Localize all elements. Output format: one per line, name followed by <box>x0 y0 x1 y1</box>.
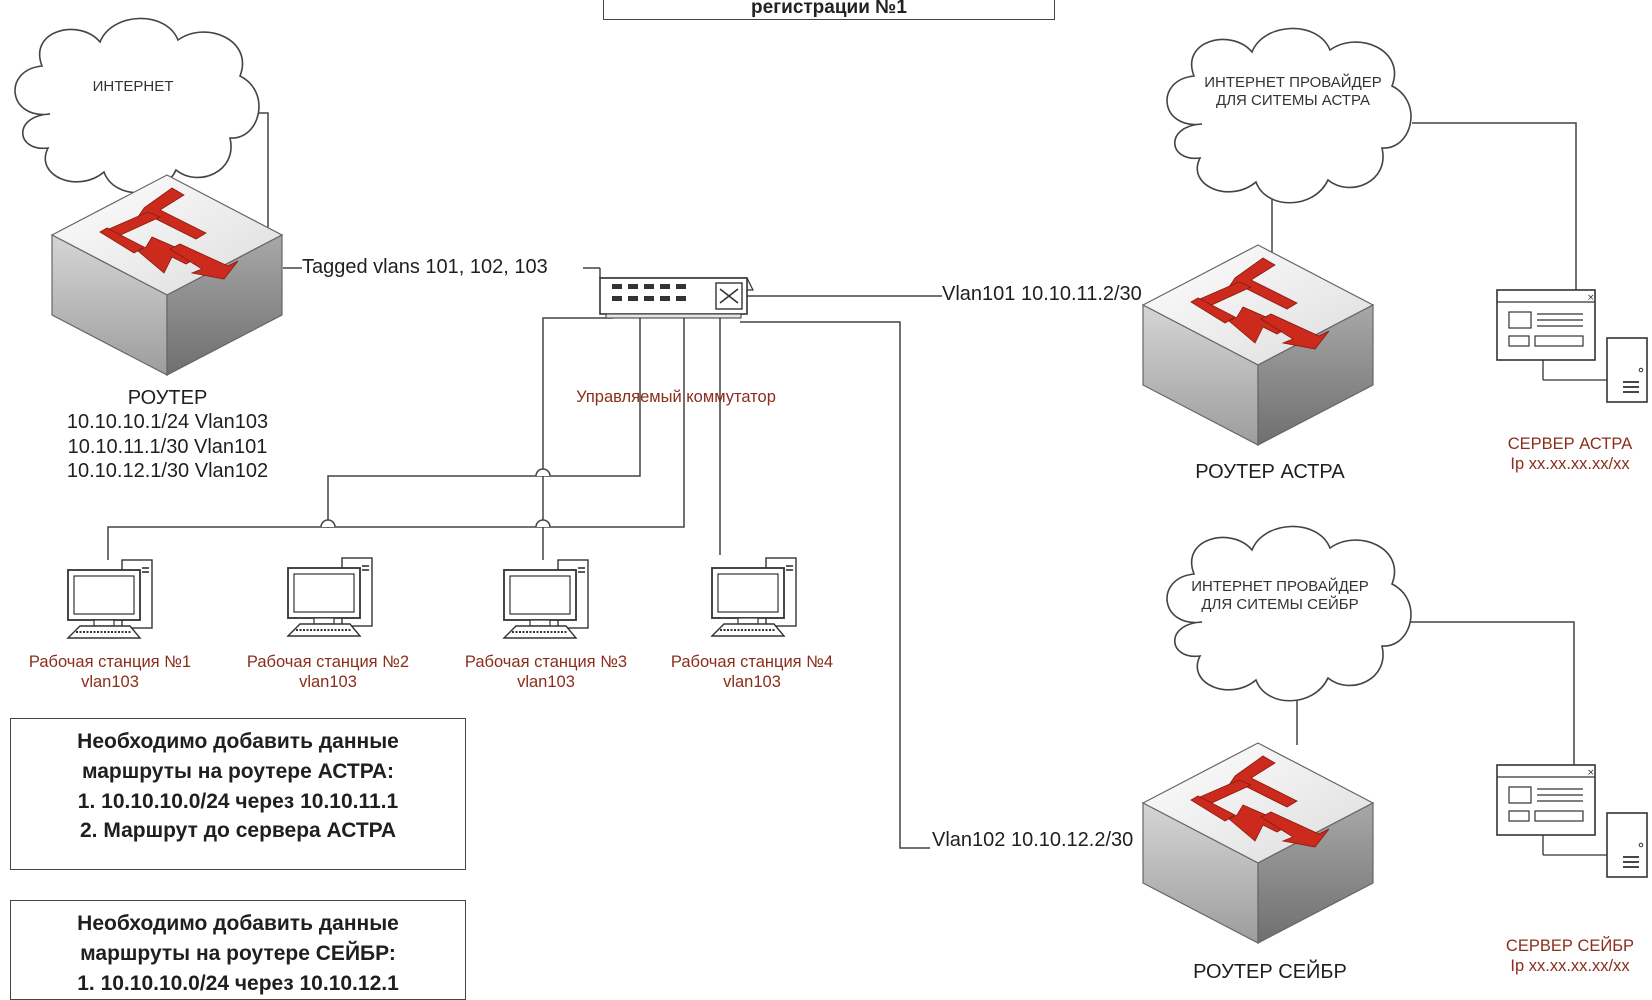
workstation-4-label: Рабочая станция №4 vlan103 <box>670 653 834 692</box>
workstation-1-icon <box>67 559 153 639</box>
title-fragment: регистрации №1 <box>751 0 907 18</box>
workstation-3-icon <box>503 559 589 639</box>
vlan101-label: Vlan101 10.10.11.2/30 <box>942 283 1142 305</box>
isp-seibr-label: ИНТЕРНЕТ ПРОВАЙДЕР ДЛЯ СИТЕМЫ СЕЙБР <box>1191 578 1369 614</box>
isp-astra-label: ИНТЕРНЕТ ПРОВАЙДЕР ДЛЯ СИТЕМЫ АСТРА <box>1204 74 1382 110</box>
vlan102-label: Vlan102 10.10.12.2/30 <box>932 829 1134 851</box>
router-astra-label: РОУТЕР АСТРА <box>1195 461 1345 483</box>
router-seibr-label: РОУТЕР СЕЙБР <box>1193 961 1347 983</box>
main-router-label: РОУТЕР 10.10.10.1/24 Vlan103 10.10.11.1/… <box>66 387 269 483</box>
server-astra-label: СЕРВЕР АСТРА Ip xx.xx.xx.xx/xx <box>1507 435 1633 474</box>
note-seibr: Необходимо добавить данные маршруты на р… <box>10 900 466 1000</box>
note-astra: Необходимо добавить данные маршруты на р… <box>10 718 466 870</box>
workstation-2-label: Рабочая станция №2 vlan103 <box>246 653 410 692</box>
internet-cloud-label: ИНТЕРНЕТ <box>92 78 174 95</box>
managed-switch-icon <box>599 277 754 319</box>
workstation-2-icon <box>287 557 373 637</box>
trunk-label: Tagged vlans 101, 102, 103 <box>302 256 548 278</box>
isp-astra-cloud <box>1166 27 1412 204</box>
workstation-4-icon <box>711 557 797 637</box>
switch-label: Управляемый коммутатор <box>576 388 776 406</box>
router-seibr-icon <box>1142 742 1374 944</box>
workstation-1-label: Рабочая станция №1 vlan103 <box>28 653 192 692</box>
title-box: регистрации №1 <box>603 0 1055 20</box>
server-seibr-label: СЕРВЕР СЕЙБР Ip xx.xx.xx.xx/xx <box>1505 937 1635 976</box>
internet-cloud <box>14 17 260 194</box>
router-astra-icon <box>1142 244 1374 446</box>
workstation-3-label: Рабочая станция №3 vlan103 <box>464 653 628 692</box>
main-router-icon <box>51 174 283 376</box>
server-seibr-icon <box>1496 764 1648 878</box>
server-astra-icon <box>1496 289 1648 403</box>
